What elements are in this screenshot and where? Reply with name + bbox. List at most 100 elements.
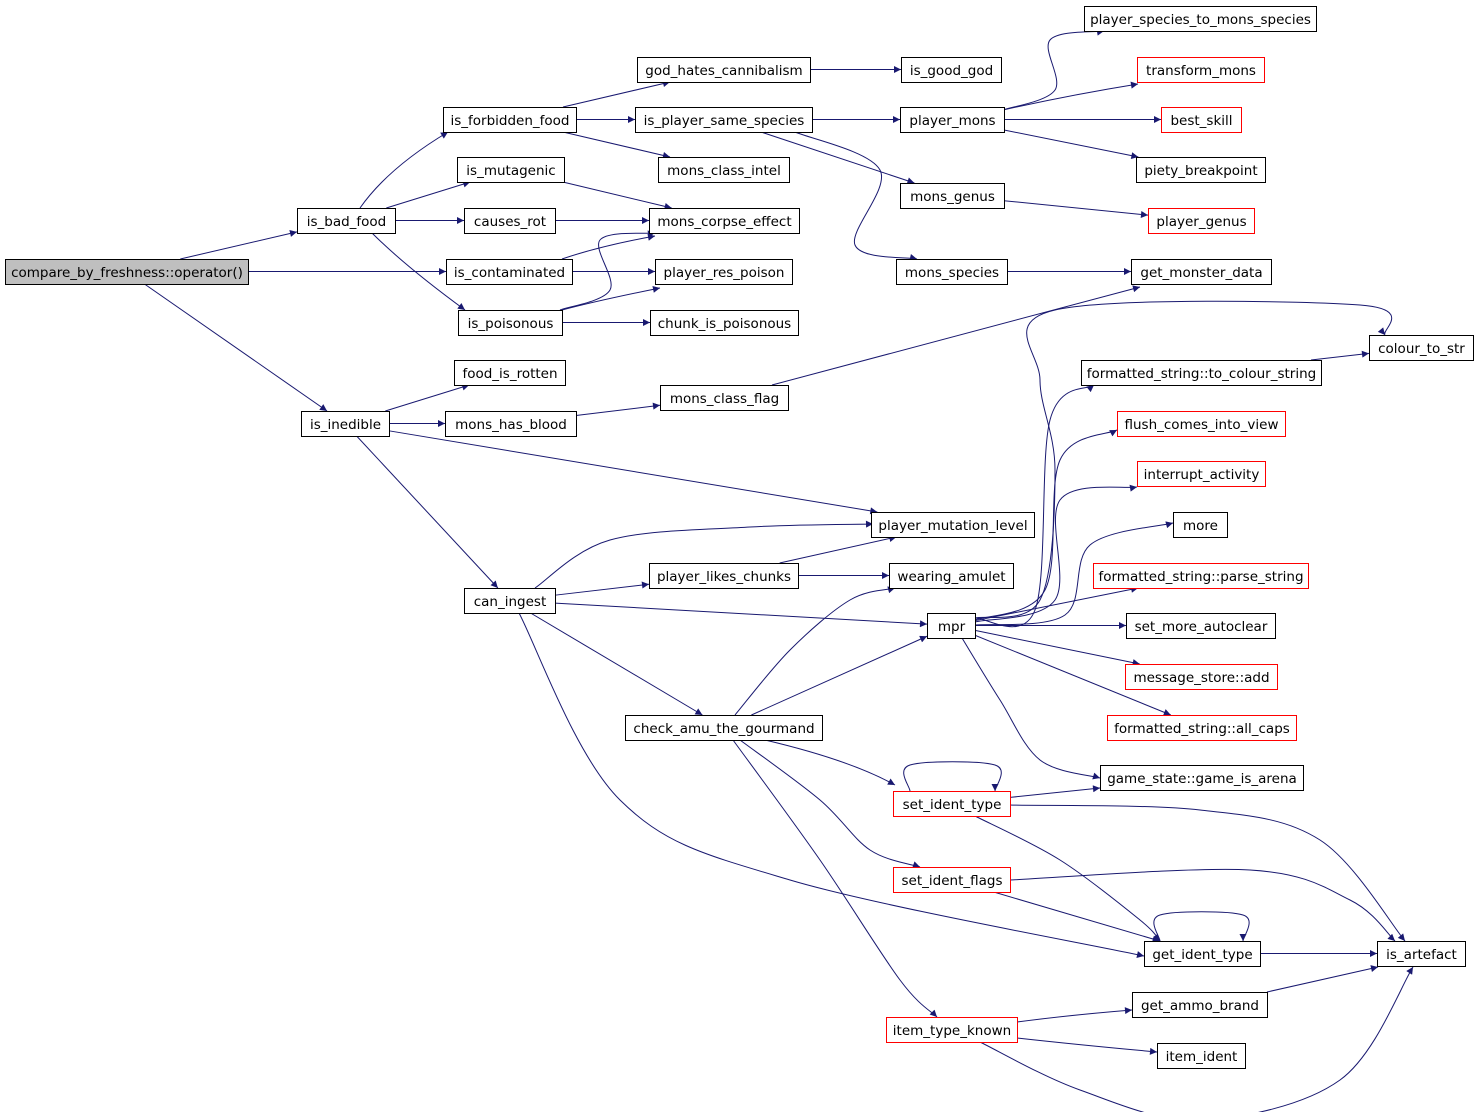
node-label: get_ammo_brand	[1141, 998, 1259, 1014]
node-is-bad-food[interactable]: is_bad_food	[297, 208, 396, 234]
node-box	[5, 259, 249, 285]
node-label: formatted_string::to_colour_string	[1087, 366, 1316, 382]
node-label: mons_has_blood	[455, 417, 567, 433]
node-label: causes_rot	[474, 214, 546, 230]
edge-mons_class_flag-to-get_monster_data	[771, 285, 1141, 386]
node-message-store-add[interactable]: message_store::add	[1125, 664, 1278, 690]
node-label: mons_corpse_effect	[657, 214, 791, 230]
node-box	[457, 157, 565, 183]
node-is-mutagenic[interactable]: is_mutagenic	[457, 157, 565, 183]
node-item-type-known[interactable]: item_type_known	[886, 1017, 1018, 1043]
node-set-ident-flags[interactable]: set_ident_flags	[893, 867, 1011, 893]
edge-can_ingest-to-player_likes_chunks	[554, 581, 650, 596]
node-box	[1117, 411, 1286, 437]
node-label: is_poisonous	[468, 316, 554, 332]
node-mons-genus[interactable]: mons_genus	[900, 183, 1005, 209]
node-label: get_ident_type	[1152, 947, 1252, 963]
node-box	[649, 208, 800, 234]
edge-mpr-to-interrupt_activity	[974, 484, 1138, 623]
node-parse-string[interactable]: formatted_string::parse_string	[1093, 563, 1309, 589]
node-interrupt-activity[interactable]: interrupt_activity	[1137, 461, 1266, 487]
node-box	[454, 360, 566, 386]
node-label: is_player_same_species	[644, 113, 805, 129]
node-mons-class-flag[interactable]: mons_class_flag	[660, 385, 789, 411]
node-root: compare_by_freshness::operator()	[5, 259, 249, 285]
node-can-ingest[interactable]: can_ingest	[464, 588, 556, 614]
edge-is_poisonous-to-player_res_poison	[561, 285, 661, 311]
node-label: best_skill	[1170, 113, 1232, 129]
node-all-caps[interactable]: formatted_string::all_caps	[1107, 715, 1297, 741]
node-mons-corpse-effect[interactable]: mons_corpse_effect	[649, 208, 800, 234]
node-label: set_ident_flags	[902, 873, 1003, 889]
node-is-contaminated[interactable]: is_contaminated	[446, 259, 573, 285]
node-set-ident-type[interactable]: set_ident_type	[893, 791, 1011, 817]
edge-get_ammo_brand-to-is_artefact	[1266, 965, 1379, 993]
node-set-more-autoclear[interactable]: set_more_autoclear	[1126, 613, 1276, 639]
node-player-mons[interactable]: player_mons	[900, 107, 1005, 133]
node-box	[901, 57, 1002, 83]
node-label: is_forbidden_food	[450, 113, 569, 129]
node-box	[1107, 715, 1297, 741]
node-is-good-god[interactable]: is_good_god	[901, 57, 1002, 83]
edge-mpr-to-to_colour_string	[974, 384, 1095, 628]
node-item-ident[interactable]: item_ident	[1157, 1043, 1246, 1069]
node-mons-class-intel[interactable]: mons_class_intel	[658, 157, 790, 183]
node-colour-to-str[interactable]: colour_to_str	[1369, 335, 1474, 361]
node-is-poisonous[interactable]: is_poisonous	[458, 310, 563, 336]
node-get-monster-data[interactable]: get_monster_data	[1131, 259, 1272, 285]
edge-get_ident_type-to-get_ident_type	[1153, 911, 1250, 942]
node-player-mutation-level[interactable]: player_mutation_level	[871, 512, 1035, 538]
node-transform-mons[interactable]: transform_mons	[1137, 57, 1265, 83]
node-flush-comes-into-view[interactable]: flush_comes_into_view	[1117, 411, 1286, 437]
node-god-hates-cannibalism[interactable]: god_hates_cannibalism	[637, 57, 811, 83]
edge-check_amu_the_gourmand-to-set_ident_flags	[739, 739, 921, 869]
node-player-likes-chunks[interactable]: player_likes_chunks	[649, 563, 799, 589]
node-wearing-amulet[interactable]: wearing_amulet	[889, 563, 1014, 589]
node-label: is_inedible	[310, 417, 381, 433]
node-label: wearing_amulet	[897, 569, 1005, 585]
node-box	[896, 259, 1008, 285]
node-box	[1137, 461, 1266, 487]
edge-is_bad_food-to-is_mutagenic	[386, 180, 471, 209]
node-get-ammo-brand[interactable]: get_ammo_brand	[1132, 992, 1268, 1018]
node-is-player-same-species[interactable]: is_player_same_species	[635, 107, 813, 133]
edge-can_ingest-to-player_mutation_level	[534, 520, 874, 589]
node-box	[458, 310, 563, 336]
node-box	[660, 385, 789, 411]
node-is-inedible[interactable]: is_inedible	[301, 411, 390, 437]
node-box	[1084, 6, 1317, 32]
node-is-artefact[interactable]: is_artefact	[1377, 941, 1466, 967]
node-food-is-rotten[interactable]: food_is_rotten	[454, 360, 566, 386]
node-box	[649, 563, 799, 589]
edge-check_amu_the_gourmand-to-item_type_known	[732, 739, 938, 1018]
node-box	[1369, 335, 1474, 361]
node-piety-breakpoint[interactable]: piety_breakpoint	[1136, 157, 1266, 183]
edge-is_forbidden_food-to-god_hates_cannibalism	[562, 80, 671, 108]
node-box	[1132, 992, 1268, 1018]
node-to-colour-string[interactable]: formatted_string::to_colour_string	[1081, 360, 1322, 386]
node-label: transform_mons	[1146, 63, 1256, 79]
node-mons-has-blood[interactable]: mons_has_blood	[445, 411, 577, 437]
node-box	[1136, 157, 1266, 183]
node-is-forbidden-food[interactable]: is_forbidden_food	[443, 107, 577, 133]
edge-player_mons-to-transform_mons	[1002, 81, 1139, 111]
node-chunk-is-poisonous[interactable]: chunk_is_poisonous	[650, 310, 799, 336]
node-label: mons_species	[905, 265, 999, 281]
node-check-amu-the-gourmand[interactable]: check_amu_the_gourmand	[625, 715, 823, 741]
node-player-species-to-mons-species[interactable]: player_species_to_mons_species	[1084, 6, 1317, 32]
node-mpr[interactable]: mpr	[927, 613, 976, 639]
node-player-genus[interactable]: player_genus	[1148, 208, 1255, 234]
node-box	[445, 411, 577, 437]
edge-to_colour_string-to-colour_to_str	[1310, 350, 1370, 361]
node-label: item_type_known	[893, 1023, 1011, 1039]
node-more[interactable]: more	[1173, 512, 1228, 538]
node-box	[635, 107, 813, 133]
edge-is_bad_food-to-is_forbidden_food	[359, 131, 449, 209]
node-get-ident-type[interactable]: get_ident_type	[1144, 941, 1261, 967]
node-game-is-arena[interactable]: game_state::game_is_arena	[1100, 765, 1304, 791]
node-best-skill[interactable]: best_skill	[1161, 107, 1242, 133]
node-mons-species[interactable]: mons_species	[896, 259, 1008, 285]
node-player-res-poison[interactable]: player_res_poison	[655, 259, 793, 285]
node-box	[1100, 765, 1304, 791]
node-causes-rot[interactable]: causes_rot	[464, 208, 556, 234]
